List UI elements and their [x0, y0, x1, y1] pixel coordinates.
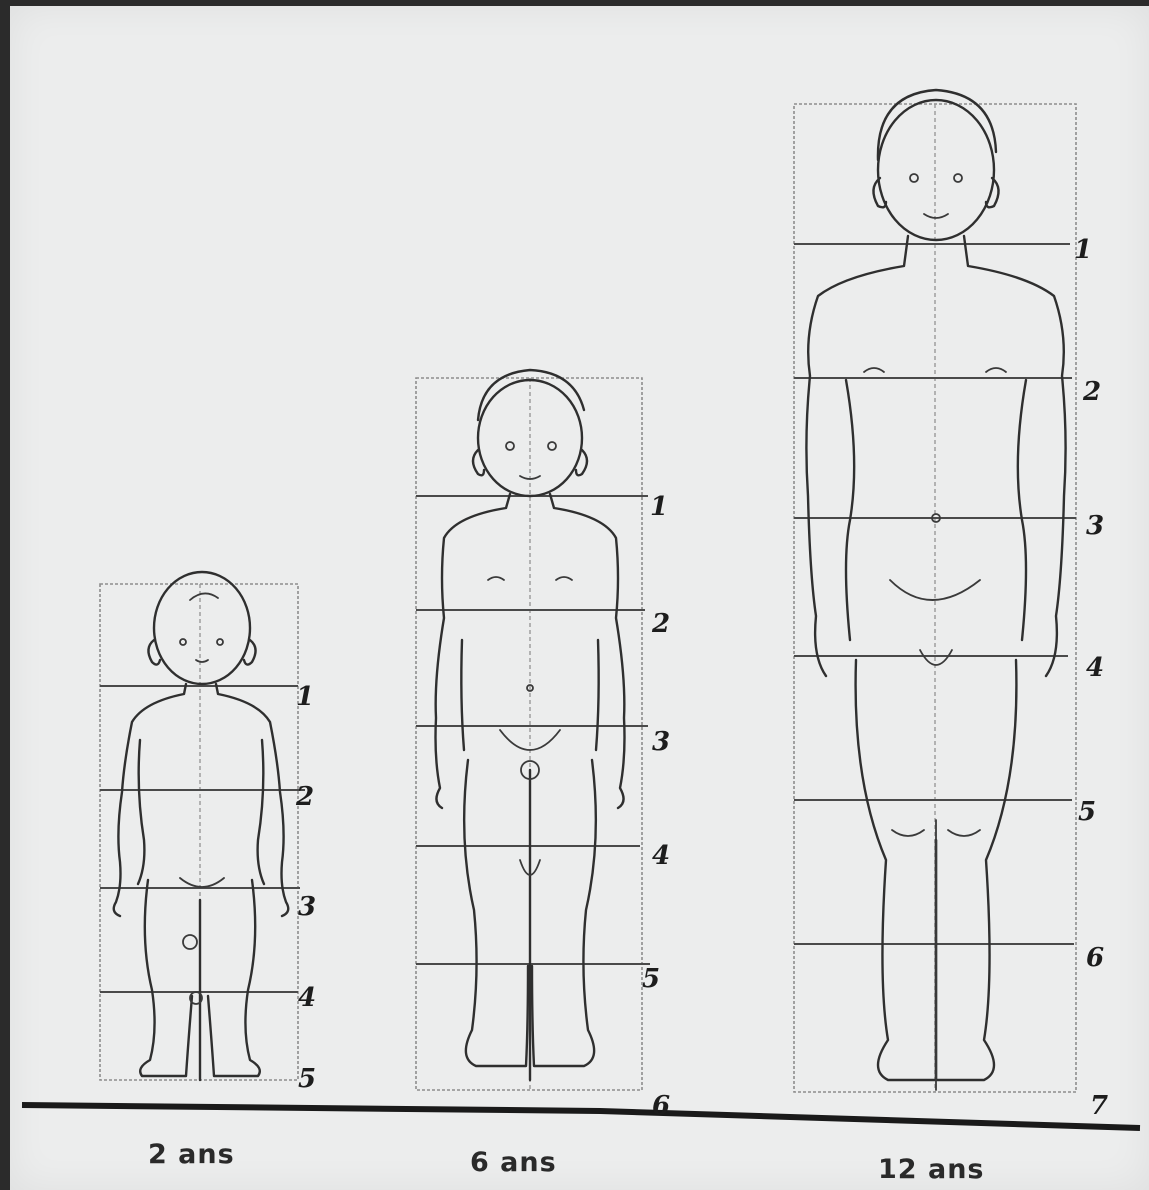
division-label-5: 5 — [1078, 797, 1096, 827]
division-label-1: 1 — [1074, 235, 1092, 265]
age-label: 12 ans — [878, 1154, 985, 1185]
division-label-3: 3 — [652, 727, 670, 757]
division-label-3: 3 — [1086, 511, 1104, 541]
division-label-5: 5 — [298, 1064, 316, 1094]
child-figure — [114, 572, 289, 1080]
division-label-4: 4 — [298, 983, 316, 1013]
child-face-details — [180, 593, 224, 1004]
age-label: 6 ans — [470, 1147, 557, 1178]
division-label-4: 4 — [1086, 653, 1104, 683]
division-label-7: 7 — [1090, 1091, 1108, 1121]
division-label-6: 6 — [652, 1091, 670, 1121]
figure-2-years: 1 2 3 4 5 2 ans — [100, 572, 316, 1170]
division-label-5: 5 — [642, 964, 660, 994]
ground-line — [22, 1105, 1140, 1128]
division-label-1: 1 — [296, 682, 314, 712]
division-label-6: 6 — [1086, 943, 1104, 973]
figure-6-years: 1 2 3 4 5 6 6 ans — [416, 370, 670, 1178]
division-label-1: 1 — [650, 492, 668, 522]
division-label-2: 2 — [295, 782, 314, 812]
figure-12-years: 1 2 3 4 5 6 7 12 ans — [794, 90, 1108, 1185]
division-label-4: 4 — [652, 841, 670, 871]
division-label-2: 2 — [1082, 377, 1101, 407]
division-label-2: 2 — [651, 609, 670, 639]
division-label-3: 3 — [298, 892, 316, 922]
age-label: 2 ans — [148, 1139, 235, 1170]
